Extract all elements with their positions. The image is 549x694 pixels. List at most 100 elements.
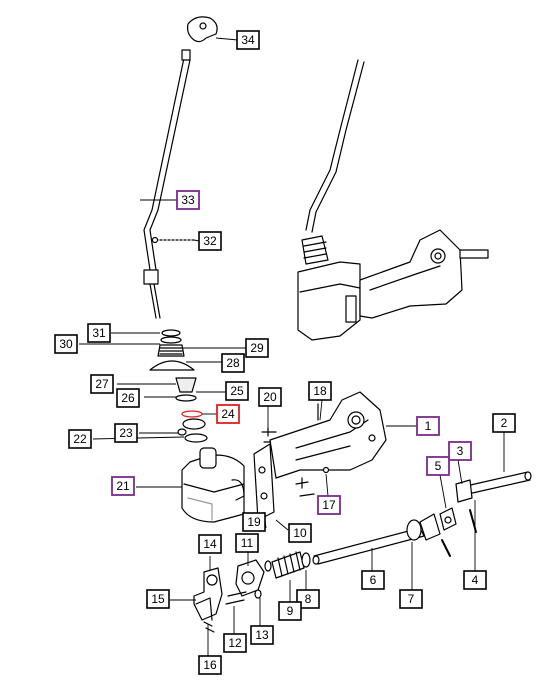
callout-number-21: 21 [116,479,130,493]
callout-23: 23 [114,423,138,443]
callout-number-9: 9 [287,604,294,618]
callout-24: 24 [216,404,240,424]
callout-number-29: 29 [250,341,264,355]
callout-22: 22 [68,429,92,449]
part-selector-fork [193,567,223,633]
callout-box-24 [216,404,240,424]
callout-number-2: 2 [501,416,508,430]
part-shift-lever-left [143,49,191,319]
callout-number-32: 32 [203,234,217,248]
callout-box-29 [245,338,269,358]
callout-box-14 [198,534,222,554]
callout-box-30 [54,334,78,354]
callout-number-27: 27 [95,377,109,391]
callout-box-25 [225,381,249,401]
callout-number-19: 19 [247,515,261,529]
callout-number-4: 4 [472,573,479,587]
callout-number-23: 23 [119,426,133,440]
callout-number-11: 11 [241,536,254,550]
callout-number-16: 16 [203,658,217,672]
callout-1: 1 [416,416,440,436]
callout-14: 14 [198,534,222,554]
callout-box-2 [492,413,516,433]
callout-number-20: 20 [263,390,277,404]
callout-box-8 [296,589,320,609]
part-bushings [175,377,208,443]
callout-5: 5 [426,456,450,476]
callout-box-31 [87,323,111,343]
callout-8: 8 [296,589,320,609]
parts-illustration [143,16,532,633]
callout-number-30: 30 [59,337,73,351]
callout-box-33 [176,190,200,210]
callout-34: 34 [236,30,260,50]
callout-27: 27 [90,374,114,394]
callout-15: 15 [146,589,170,609]
callout-number-15: 15 [151,592,165,606]
callout-number-8: 8 [305,592,312,606]
part-lower-housing [181,447,245,523]
callout-box-28 [221,353,245,373]
callout-number-22: 22 [73,432,87,446]
callout-20: 20 [258,387,282,407]
callout-box-20 [258,387,282,407]
callout-number-18: 18 [313,384,327,398]
callout-32: 32 [198,231,222,251]
callout-box-11 [235,533,259,553]
callout-number-1: 1 [425,419,432,433]
callout-box-26 [116,388,140,408]
callout-16: 16 [198,655,222,675]
callout-number-34: 34 [241,33,255,47]
callout-box-34 [236,30,260,50]
callout-3: 3 [448,441,472,461]
callout-box-18 [308,381,332,401]
callout-25: 25 [225,381,249,401]
callout-box-9 [278,601,302,621]
callout-number-24: 24 [221,407,235,421]
part-shift-knob [187,16,218,43]
callout-9: 9 [278,601,302,621]
part-bolts-17 [295,477,315,497]
callout-17: 17 [317,495,341,515]
callout-2: 2 [492,413,516,433]
callout-box-15 [146,589,170,609]
part-spring-washer [264,551,311,579]
callout-number-6: 6 [370,573,377,587]
callout-26: 26 [116,388,140,408]
callout-29: 29 [245,338,269,358]
part-shaft-right [439,471,532,557]
callout-number-7: 7 [408,592,415,606]
callout-box-5 [426,456,450,476]
callout-box-1 [416,416,440,436]
callout-7: 7 [399,589,423,609]
callout-number-28: 28 [226,356,240,370]
callout-box-7 [399,589,423,609]
callout-number-14: 14 [203,537,217,551]
part-main-bracket [269,391,387,479]
part-lever-arm [225,559,265,605]
callout-6: 6 [361,570,385,590]
callout-number-33: 33 [181,193,195,207]
callout-13: 13 [250,625,274,645]
callout-box-17 [317,495,341,515]
callout-box-16 [198,655,222,675]
callout-box-12 [223,633,247,653]
callout-18: 18 [308,381,332,401]
callout-number-31: 31 [92,326,106,340]
callout-box-21 [111,476,135,496]
callout-28: 28 [221,353,245,373]
callout-10: 10 [288,523,312,543]
callout-box-32 [198,231,222,251]
callout-33: 33 [176,190,200,210]
part-long-shaft [312,513,441,565]
callout-number-13: 13 [255,628,269,642]
callout-11: 11 [235,533,259,553]
part-bracket-bolts [253,427,281,521]
callout-number-26: 26 [121,391,135,405]
callout-box-19 [242,512,266,532]
callout-box-4 [463,570,487,590]
callout-30: 30 [54,334,78,354]
callout-number-10: 10 [293,526,307,540]
